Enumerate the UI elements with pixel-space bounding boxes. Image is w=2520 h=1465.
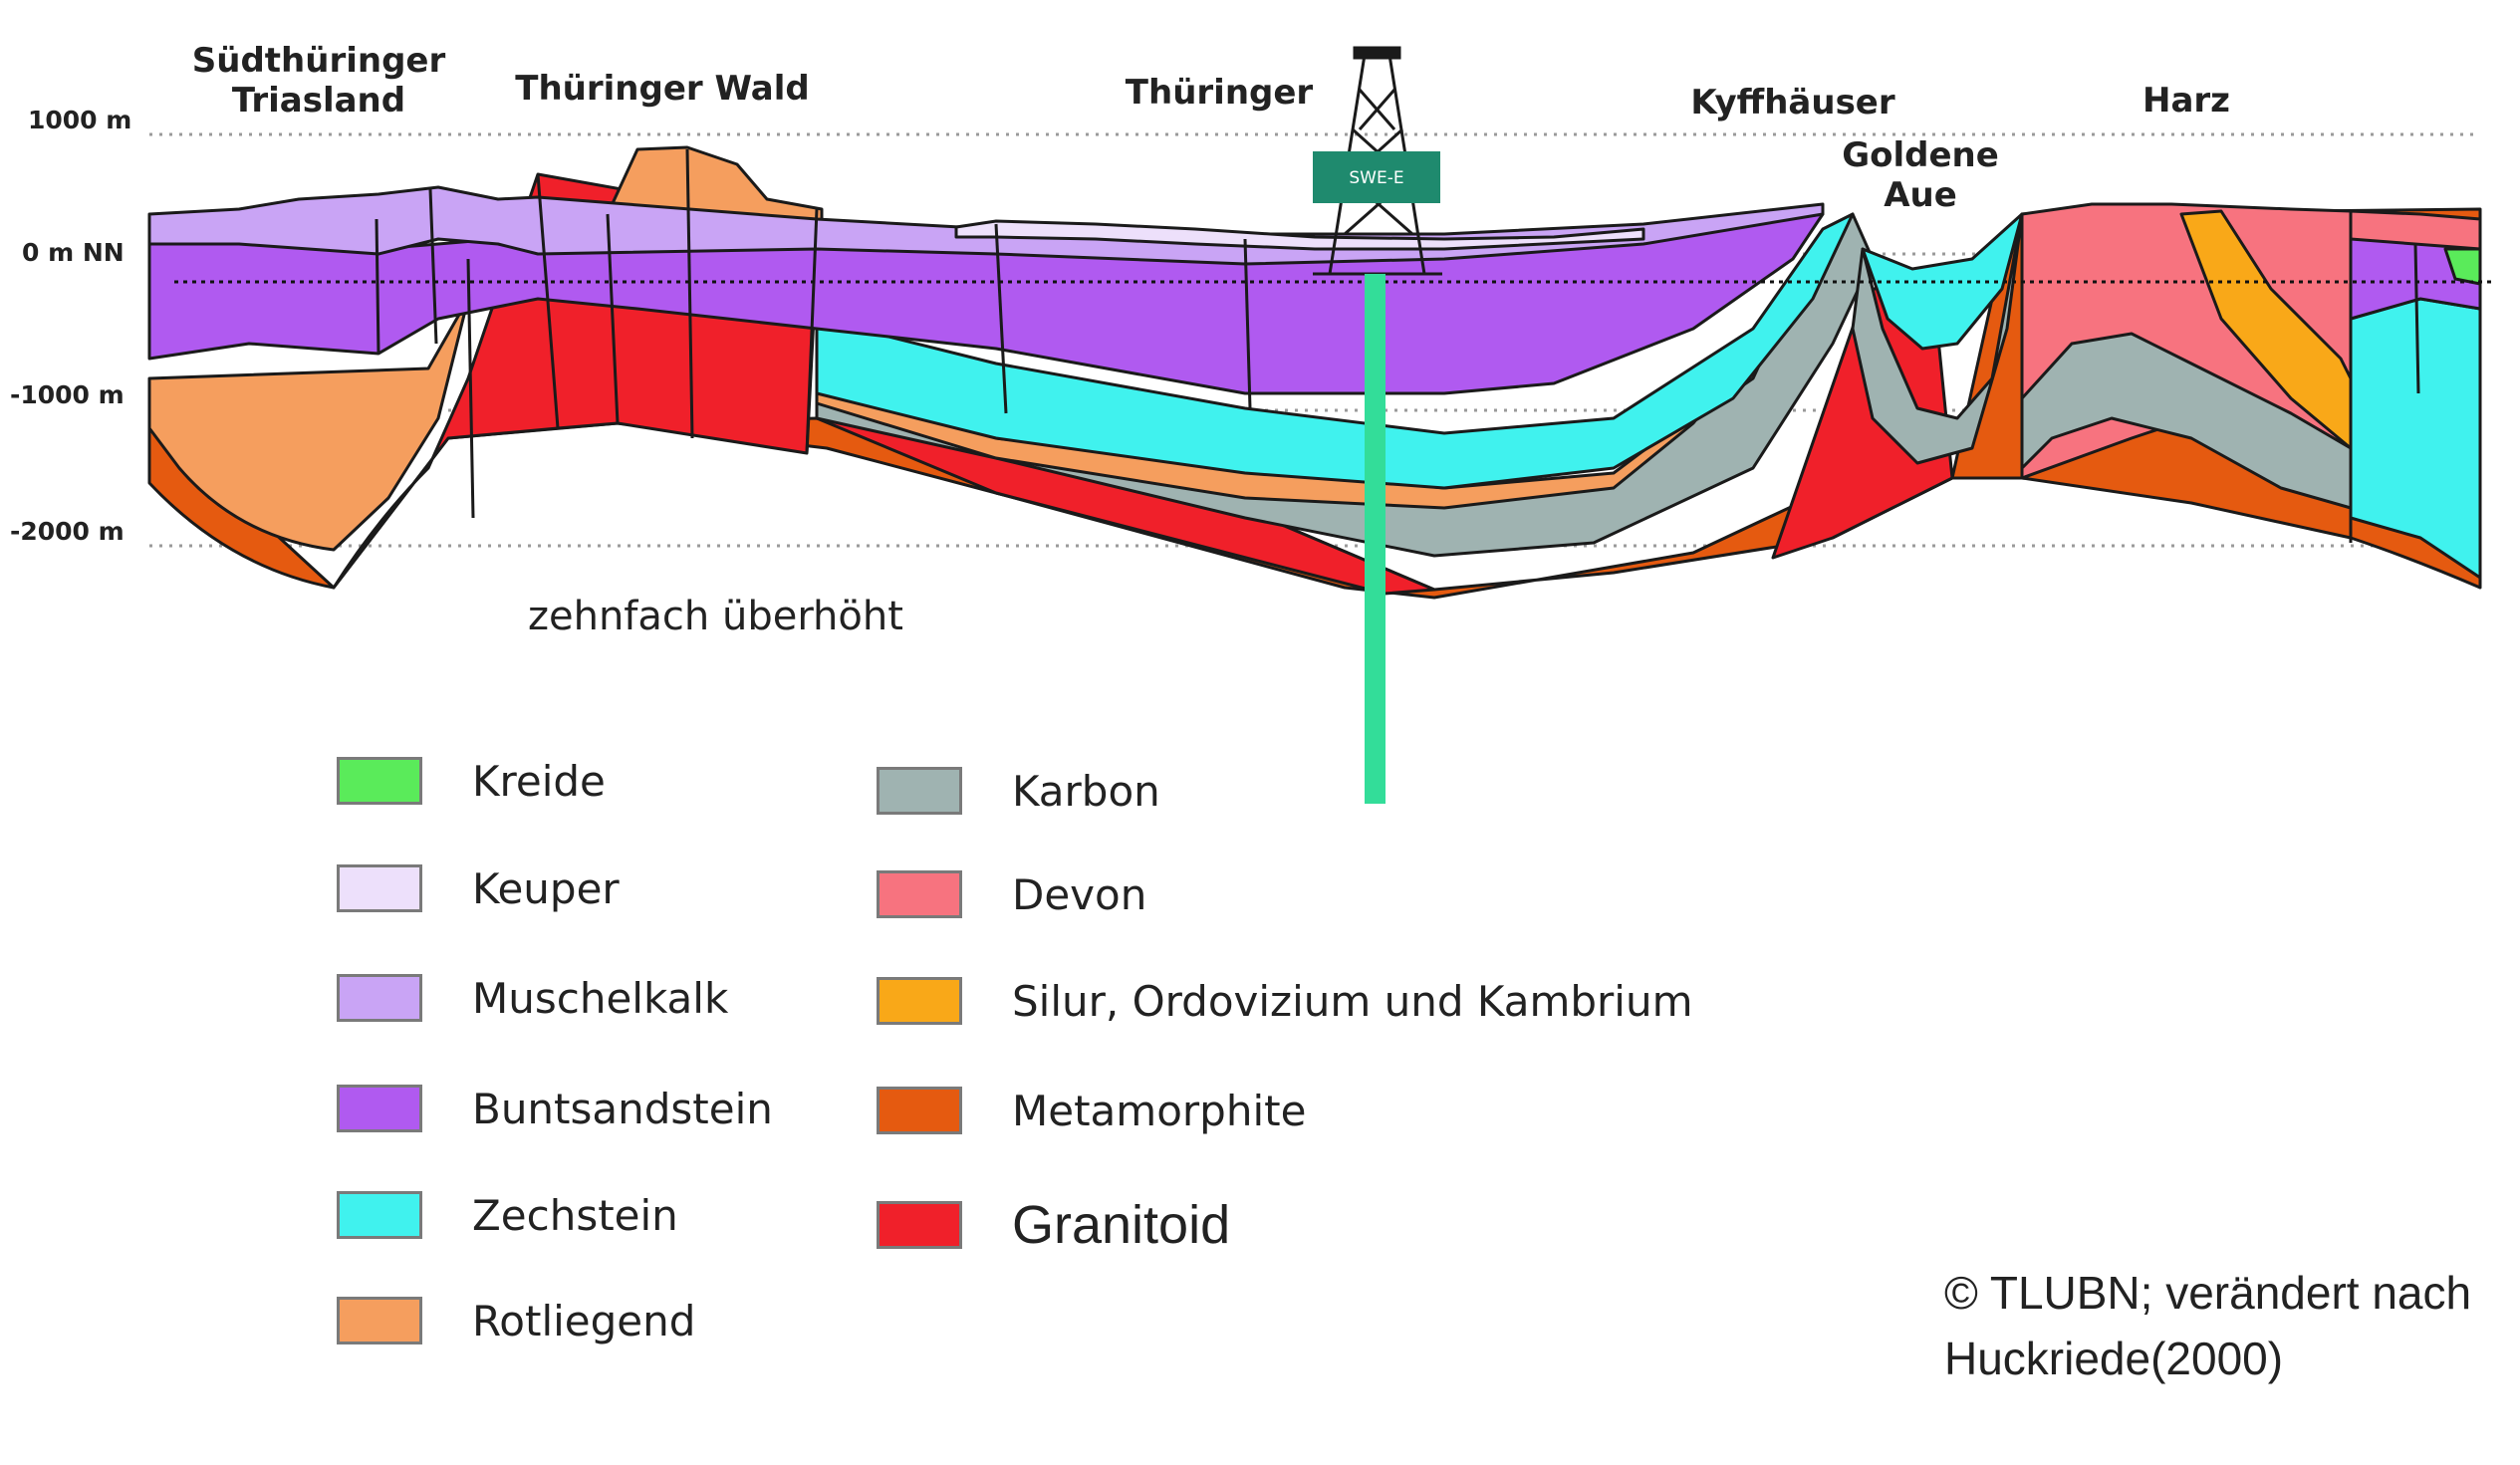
legend-item-rotliegend: Rotliegend bbox=[337, 1291, 695, 1350]
fault-line bbox=[805, 208, 819, 454]
fault-line bbox=[428, 188, 438, 345]
fault-line bbox=[606, 213, 620, 424]
legend-item-zechstein: Zechstein bbox=[337, 1185, 678, 1245]
legend-swatch bbox=[337, 757, 422, 805]
depth-label-minus-1000: -1000 m bbox=[10, 380, 125, 409]
depth-label-1000: 1000 m bbox=[28, 106, 131, 134]
rig-sign-label: SWE-E bbox=[1349, 168, 1403, 188]
stratum-karbon-aue bbox=[1851, 212, 2024, 465]
stratum-kreide-east bbox=[2443, 247, 2482, 286]
legend-item-kreide: Kreide bbox=[337, 751, 606, 811]
legend-label: Silur, Ordovizium und Kambrium bbox=[1012, 976, 1693, 1026]
legend-label: Keuper bbox=[472, 863, 620, 913]
fault-line bbox=[536, 173, 560, 429]
legend-label: Karbon bbox=[1012, 766, 1160, 816]
legend-item-silur-ordovizium-kambrium: Silur, Ordovizium und Kambrium bbox=[877, 971, 1692, 1031]
legend-label: Granitoid bbox=[1012, 1195, 1231, 1255]
region-label-thueringer: Thüringer bbox=[1126, 73, 1314, 113]
fault-line bbox=[685, 148, 694, 439]
depth-label-minus-2000: -2000 m bbox=[10, 517, 125, 546]
legend-swatch bbox=[337, 1191, 422, 1239]
rig-sign bbox=[1313, 151, 1440, 203]
fault-line bbox=[2413, 243, 2420, 394]
region-label-thueringer-wald: Thüringer Wald bbox=[515, 69, 809, 109]
legend-swatch bbox=[877, 870, 962, 918]
stratum-zechstein-basin bbox=[815, 212, 1855, 490]
legend-label: Metamorphite bbox=[1012, 1086, 1307, 1135]
legend-item-keuper: Keuper bbox=[337, 858, 620, 918]
borehole-well bbox=[1365, 274, 1386, 804]
strata bbox=[147, 145, 2482, 600]
legend-label: Buntsandstein bbox=[472, 1084, 773, 1133]
legend-swatch bbox=[877, 767, 962, 815]
legend-swatch bbox=[337, 864, 422, 912]
legend-swatch bbox=[877, 1201, 962, 1249]
legend-swatch bbox=[337, 1085, 422, 1132]
fault-line bbox=[375, 218, 380, 355]
legend-label: Zechstein bbox=[472, 1190, 678, 1240]
legend-item-devon: Devon bbox=[877, 864, 1146, 924]
credit-line-2: Huckriede(2000) bbox=[1944, 1333, 2284, 1384]
legend-swatch bbox=[877, 977, 962, 1025]
stratum-keuper bbox=[954, 219, 1645, 251]
legend-swatch bbox=[337, 974, 422, 1022]
credit-line-1: © TLUBN; verändert nach bbox=[1944, 1267, 2472, 1319]
legend-swatch bbox=[337, 1297, 422, 1344]
stratum-rotliegend-west bbox=[147, 297, 470, 552]
legend-item-granitoid: Granitoid bbox=[877, 1195, 1230, 1255]
legend-item-metamorphite: Metamorphite bbox=[877, 1081, 1306, 1140]
region-label-harz: Harz bbox=[2142, 81, 2230, 121]
faults bbox=[375, 148, 2420, 543]
legend-item-muschelkalk: Muschelkalk bbox=[337, 968, 728, 1028]
region-label-kyffhaeuser: Kyffhäuser bbox=[1690, 83, 1895, 122]
fault-line bbox=[994, 223, 1008, 414]
depth-label-0: 0 m NN bbox=[22, 238, 125, 267]
legend-item-karbon: Karbon bbox=[877, 761, 1160, 821]
vertical-exaggeration-note: zehnfach überhöht bbox=[528, 594, 903, 639]
legend-item-buntsandstein: Buntsandstein bbox=[337, 1079, 773, 1138]
fault-line bbox=[466, 258, 475, 519]
copyright-credit: © TLUBN; verändert nach Huckriede(2000) bbox=[1944, 1260, 2471, 1391]
legend-swatch bbox=[877, 1087, 962, 1134]
fault-line bbox=[1243, 238, 1252, 409]
legend-label: Muschelkalk bbox=[472, 973, 729, 1023]
legend-label: Kreide bbox=[472, 756, 606, 806]
legend-label: Rotliegend bbox=[472, 1296, 696, 1345]
legend-label: Devon bbox=[1012, 869, 1147, 919]
